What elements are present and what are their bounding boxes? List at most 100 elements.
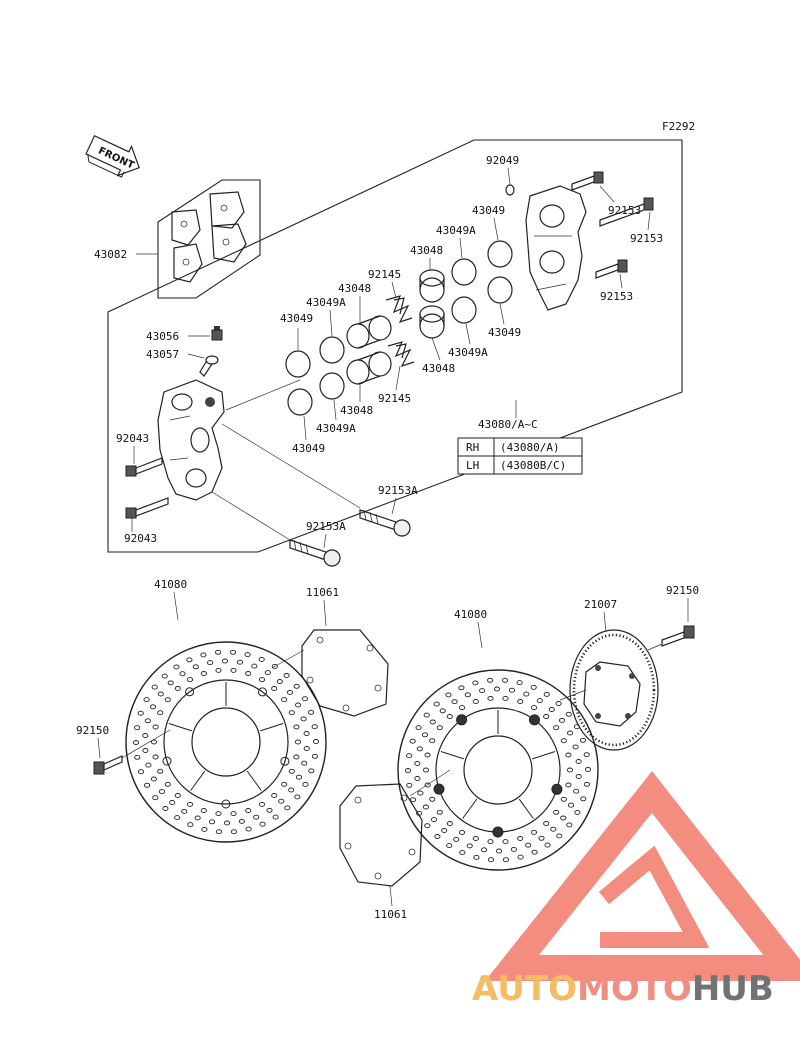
disc-drill-hole xyxy=(579,737,587,743)
disc-drill-hole xyxy=(423,712,430,718)
disc-drill-hole xyxy=(286,689,294,695)
label-bolt-right-3: 92153 xyxy=(600,290,633,303)
disc-drill-hole xyxy=(201,826,208,832)
label-disc-left: 41080 xyxy=(154,578,187,591)
disc-drill-hole xyxy=(436,809,443,815)
washer-top xyxy=(505,184,515,196)
disc-drill-hole xyxy=(434,834,441,839)
disc-drill-hole xyxy=(152,795,159,801)
disc-drill-hole xyxy=(458,829,466,835)
disc-drill-hole xyxy=(157,768,164,774)
disc-drill-hole xyxy=(409,738,416,744)
label-spring-top-left: 92145 xyxy=(368,268,401,281)
seal-top-right-b xyxy=(451,258,477,286)
disc-drill-hole xyxy=(194,815,201,821)
disc-drill-hole xyxy=(230,811,237,817)
disc-drill-hole xyxy=(192,664,199,670)
abs-sensor-ring xyxy=(569,629,659,751)
disc-drill-hole xyxy=(284,805,291,811)
disc-drill-hole xyxy=(495,848,503,854)
disc-drill-hole xyxy=(266,807,273,813)
disc-drill-hole xyxy=(560,815,567,821)
label-seal-top-left-a: 43049 xyxy=(280,312,313,325)
disc-drill-hole xyxy=(409,797,417,803)
label-spring-bottom-left: 92145 xyxy=(378,392,411,405)
disc-drill-hole xyxy=(531,849,538,855)
disc-drill-hole xyxy=(149,704,157,710)
seal-top-left-b xyxy=(319,336,345,364)
disc-drill-hole xyxy=(288,768,295,774)
disc-drill-hole xyxy=(158,789,166,795)
disc-drill-hole xyxy=(186,677,194,683)
disc-drill-hole xyxy=(134,725,141,731)
disc-drill-hole xyxy=(308,768,315,774)
disc-drill-hole xyxy=(510,846,517,852)
disc-button xyxy=(492,826,504,838)
disc-drill-hole xyxy=(472,680,479,686)
disc-drill-hole xyxy=(502,857,509,863)
disc-drill-hole xyxy=(187,822,194,828)
disc-drill-hole xyxy=(436,725,443,731)
disc-drill-hole xyxy=(439,708,446,714)
disc-button xyxy=(162,756,172,766)
disc-drill-hole xyxy=(143,697,150,703)
disc-drill-hole xyxy=(303,746,310,751)
brake-pad-set xyxy=(157,179,261,299)
disc-drill-hole xyxy=(200,652,207,658)
disc-drill-hole xyxy=(446,821,453,826)
disc-drill-hole xyxy=(150,776,157,782)
disc-drill-hole xyxy=(446,714,453,719)
disc-drill-hole xyxy=(567,730,574,736)
seal-top-left-a xyxy=(285,350,311,378)
watermark-part3: HUB xyxy=(692,969,774,1009)
label-disc-bolt-right: 92150 xyxy=(666,584,699,597)
watermark-part2: MOTO xyxy=(577,969,692,1009)
seal-bottom-left-b xyxy=(319,372,345,400)
seal-bottom-left-a xyxy=(287,388,313,416)
disc-drill-hole xyxy=(516,680,523,686)
label-piston-top-left: 43048 xyxy=(338,282,371,295)
caliper-assembly-frame xyxy=(107,139,683,553)
disc-drill-hole xyxy=(487,677,494,683)
disc-drill-hole xyxy=(134,754,141,760)
disc-drill-hole xyxy=(553,725,560,731)
disc-drill-hole xyxy=(575,774,582,779)
disc-button xyxy=(433,783,445,795)
disc-drill-hole xyxy=(288,710,295,716)
disc-drill-hole xyxy=(271,686,278,691)
disc-drill-hole xyxy=(230,829,237,835)
disc-drill-hole xyxy=(406,753,413,759)
disc-drill-hole xyxy=(293,683,300,689)
label-piston-mid-right: 43048 xyxy=(422,362,455,375)
disc-drill-hole xyxy=(164,781,171,787)
disc-drill-hole xyxy=(223,820,231,826)
disc-drill-hole xyxy=(487,695,494,701)
disc-drill-hole xyxy=(258,801,266,807)
disc-spoke xyxy=(246,770,262,791)
disc-drill-hole xyxy=(137,769,145,775)
disc-drill-hole xyxy=(446,843,453,849)
variant-rh-code: (43080/A) xyxy=(500,441,560,454)
disc-drill-hole xyxy=(530,829,538,835)
disc-drill-hole xyxy=(144,782,151,788)
disc-drill-hole xyxy=(414,761,421,766)
disc-drill-hole xyxy=(278,798,285,804)
disc-drill-hole xyxy=(441,828,448,833)
disc-drill-hole xyxy=(472,836,479,841)
disc-drill-hole xyxy=(430,817,438,823)
disc-drill-hole xyxy=(295,774,303,780)
disc-drill-hole xyxy=(451,699,458,705)
caliper-bolt-bottom xyxy=(125,497,169,519)
piston-top-left xyxy=(346,315,392,349)
disc-drill-hole xyxy=(429,738,436,744)
caliper-bolt-top xyxy=(125,457,163,477)
label-caliper-bolt-bottom: 92043 xyxy=(124,532,157,545)
disc-drill-hole xyxy=(294,739,302,745)
label-seal-mid-right: 43049A xyxy=(448,346,488,359)
label-washer-top: 92049 xyxy=(486,154,519,167)
disc-drill-hole xyxy=(169,800,176,805)
disc-drill-hole xyxy=(543,821,550,826)
disc-drill-hole xyxy=(137,710,144,716)
disc-drill-hole xyxy=(575,759,582,764)
disc-drill-hole xyxy=(271,793,278,798)
